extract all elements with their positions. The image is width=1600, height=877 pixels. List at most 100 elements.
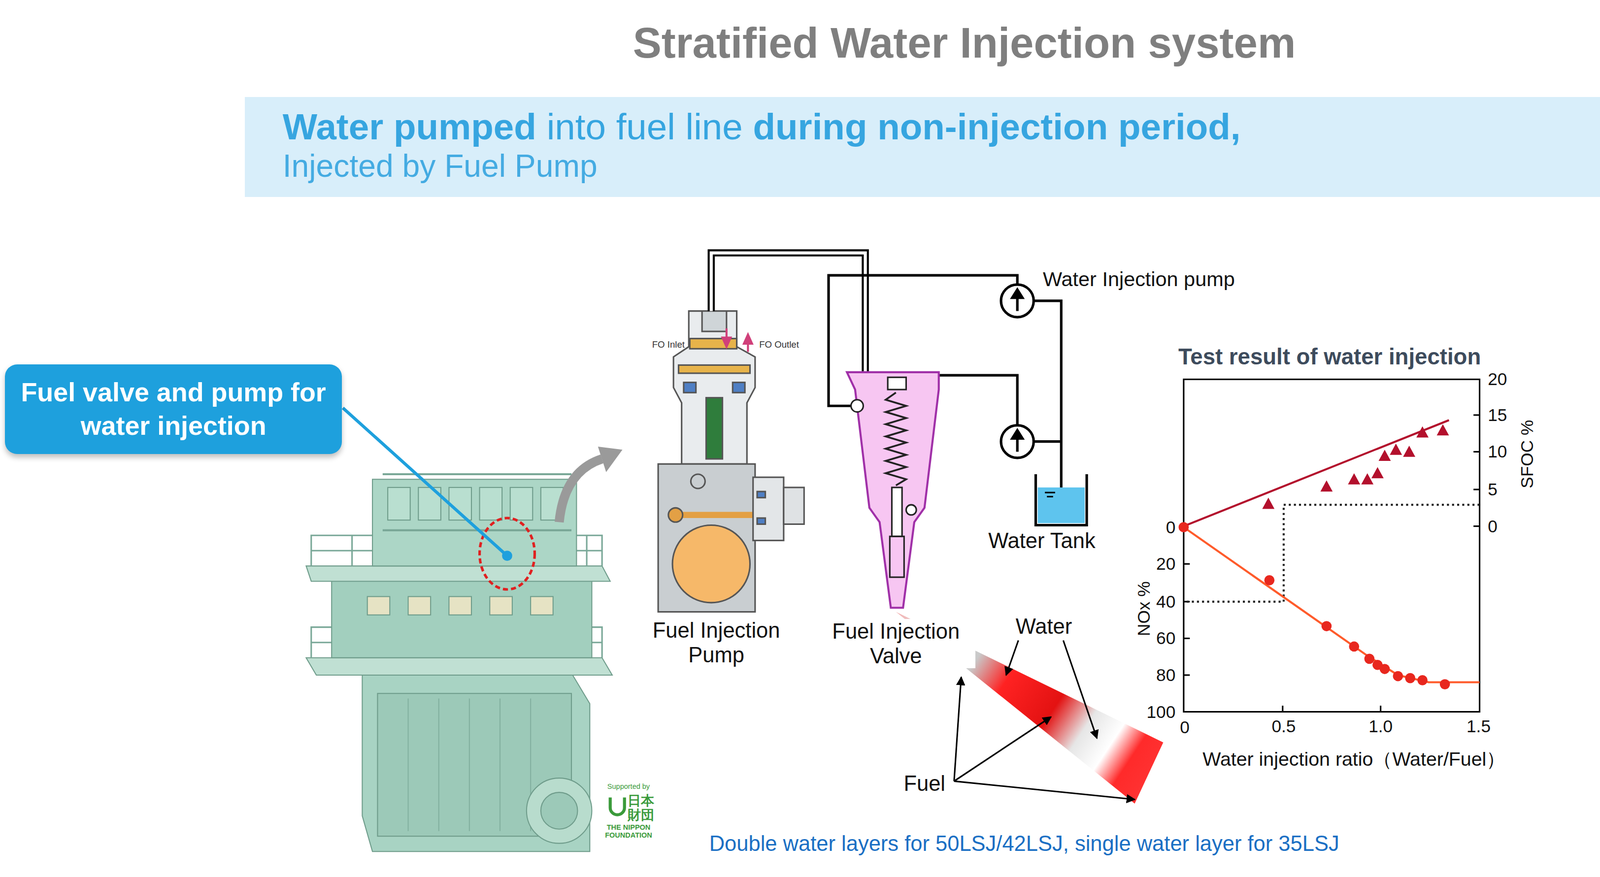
fuel-pump-drawing-part: [668, 507, 683, 523]
engine-illustration-part: [408, 699, 532, 832]
text-line: Water pumpedinto fuel lineduring non-inj…: [282, 105, 1600, 149]
fuel-pump-drawing-part: [757, 491, 766, 498]
label-text: 0.5: [1271, 716, 1296, 737]
engine-illustration-part: [526, 778, 593, 844]
engine-illustration-part-part: [499, 699, 501, 832]
chart-plot-part-part: [1473, 488, 1480, 491]
callout-leader-part: [501, 550, 513, 562]
engine-illustration-part-part: [510, 487, 534, 521]
chart-plot-part-part: [1473, 451, 1480, 453]
engine-illustration-part-part: [468, 699, 470, 832]
zoom-arrow: [559, 446, 623, 523]
label-text: Fuel Injection Valve: [816, 619, 976, 669]
fuel-valve-drawing-part: [889, 536, 904, 578]
label-text: 5: [1487, 479, 1498, 500]
label-text: Water Injection pump: [1042, 267, 1235, 292]
label-text: 0: [1166, 517, 1176, 538]
nippon-logo: [610, 797, 625, 815]
chart-plot-part: [1183, 420, 1450, 527]
pointer-arrows-part: [1005, 640, 1019, 676]
engine-illustration-part: [540, 792, 578, 830]
engine-illustration-part: [305, 566, 610, 582]
water-pump-symbol-part: [1012, 289, 1023, 452]
engine-illustration-part-part: [489, 596, 513, 615]
chart-plot-part: [1436, 424, 1450, 436]
engine-illustration-part: [331, 576, 592, 659]
banner-band: Water pumpedinto fuel lineduring non-inj…: [244, 97, 1600, 198]
banner-text: Injected by Fuel Pump: [282, 148, 598, 184]
label-text: Fuel: [903, 771, 946, 797]
water-tank-part: [1046, 496, 1053, 498]
chart-plot-part: [1262, 498, 1275, 510]
label-text: 20: [1156, 554, 1176, 575]
fuel-valve-drawing-part: [885, 392, 906, 486]
water-pump-symbol-part: [1000, 284, 1034, 318]
banner-text: into fuel line: [546, 105, 743, 148]
fuel-pump-drawing-part: [672, 525, 750, 603]
label-text: 20: [1487, 369, 1507, 390]
chart-plot-part-part: [1183, 504, 1480, 602]
chart-plot-part: [1378, 449, 1392, 462]
chart-plot-part-part: [1473, 525, 1480, 528]
chart-plot-part-part: [1348, 641, 1360, 653]
engine-illustration-part-part: [448, 596, 472, 615]
label-text: FO Inlet: [652, 339, 685, 350]
chart-plot-part: [1183, 527, 1480, 683]
fuel-valve-drawing-part: [891, 487, 902, 537]
engine-illustration-part-part: [530, 596, 554, 615]
label-text: 1.0: [1368, 716, 1393, 737]
label-text: FO Outlet: [759, 339, 800, 350]
chart-plot-part-part: [1404, 673, 1416, 684]
water-pump-symbol: [1000, 284, 1034, 459]
piping-part: [711, 253, 866, 374]
fuel-pump-drawing-part: [675, 512, 756, 519]
text-line: Injected by Fuel Pump: [282, 148, 1600, 185]
pointer-arrows-part: [954, 677, 962, 782]
label-text: Water injection ratio（Water/Fuel）: [1202, 748, 1506, 771]
label-text: Test result of water injection: [1178, 344, 1481, 370]
chart-plot-part-part: [1417, 675, 1428, 686]
fuel-pump-drawing-part: [701, 311, 727, 332]
water-tank-part: [1035, 474, 1088, 526]
chart-plot-part-part: [1321, 621, 1333, 632]
fo-arrows-part: [743, 334, 753, 344]
engine-illustration-part: [367, 596, 554, 615]
banner-text: during non-injection period,: [753, 105, 1241, 148]
fuel-pump-drawing-part: [757, 518, 766, 525]
water-tank: [1035, 474, 1088, 526]
label-text: 10: [1487, 441, 1507, 463]
banner-text: Water pumped: [282, 105, 537, 148]
engine-illustration-part-part: [408, 596, 432, 615]
chart-plot-part: [1389, 443, 1402, 456]
fuel-pump-drawing-part: [783, 487, 804, 525]
label-text: 1.5: [1466, 716, 1491, 737]
engine-illustration: [305, 474, 612, 852]
fuel-valve-drawing-part: [905, 504, 917, 516]
water-tank-part: [1037, 487, 1085, 524]
chart-plot-part-part: [1183, 600, 1190, 603]
chart-plot-part-part: [1183, 637, 1190, 640]
label-text: 80: [1156, 665, 1176, 686]
water-pump-symbol-part-part: [1012, 430, 1023, 439]
fuel-pump-drawing-part: [678, 365, 751, 374]
chart-plot-part-part: [1379, 664, 1391, 675]
callout-leader-part: [342, 407, 508, 556]
label-text: 40: [1156, 592, 1176, 613]
chart-plot-part: [1183, 504, 1480, 602]
chart-plot-part: [1361, 473, 1374, 485]
fuel-valve-drawing-part: [846, 372, 939, 608]
engine-illustration-part-part: [479, 487, 503, 521]
zoom-arrow-part: [559, 459, 602, 523]
piping-part: [711, 253, 866, 374]
chart-plot-part: [1371, 466, 1384, 479]
engine-illustration-part-part: [407, 699, 409, 832]
zoom-arrow-part: [598, 446, 623, 473]
water-pump-symbol-part-part: [1012, 289, 1023, 299]
engine-illustration-part: [305, 658, 612, 676]
engine-illustration-part: [382, 474, 572, 531]
engine-illustration-part: [362, 673, 590, 852]
fuel-pump-drawing-part: [705, 398, 723, 460]
callout-box: Fuel valve and pump for water injection: [4, 364, 342, 455]
label-text: Water: [1015, 614, 1072, 639]
fuel-valve-drawing: [846, 372, 939, 608]
